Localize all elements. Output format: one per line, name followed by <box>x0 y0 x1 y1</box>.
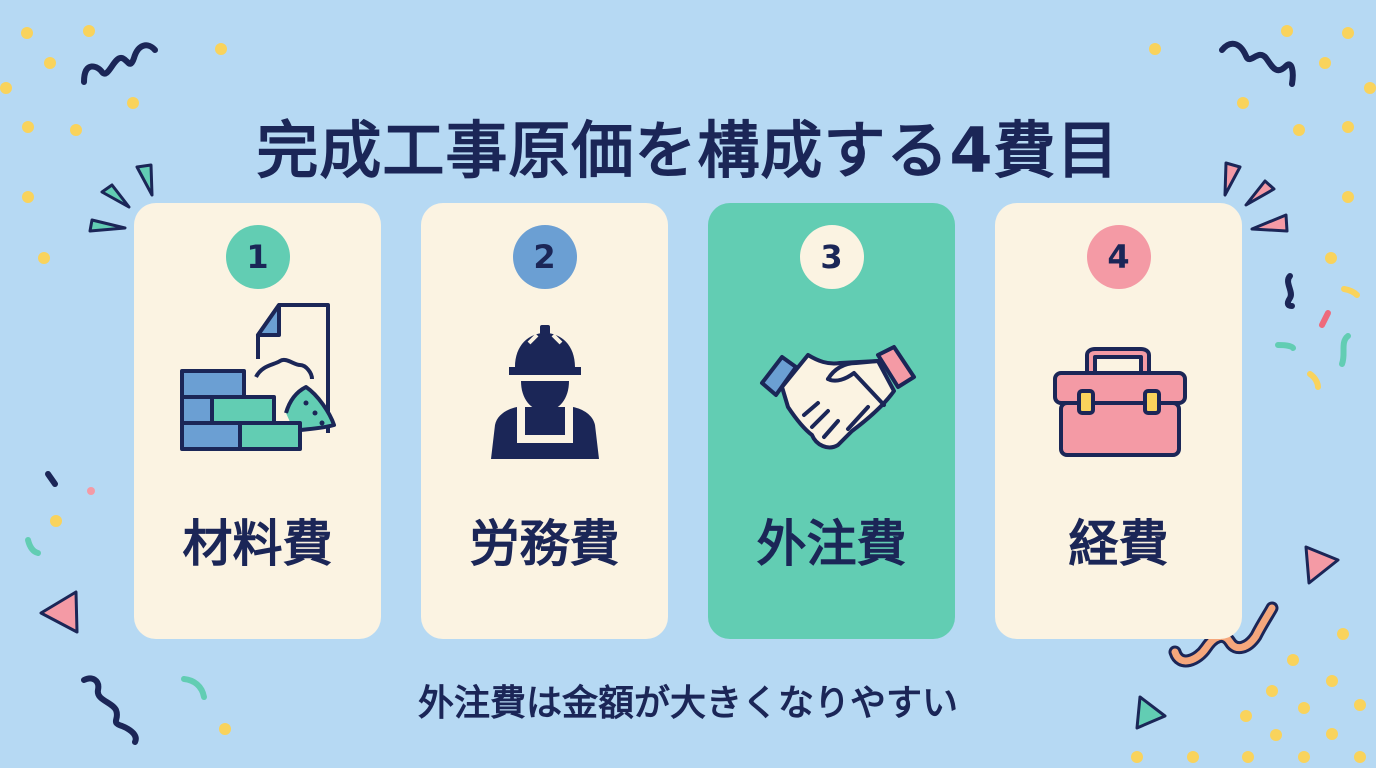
cost-label: 外注費 <box>756 515 907 573</box>
cost-label: 材料費 <box>182 515 333 573</box>
number-badge: 3 <box>799 225 864 289</box>
cost-label: 経費 <box>1068 515 1169 573</box>
cost-card-subcontract: 3 外注費 <box>708 203 955 639</box>
cost-label: 労務費 <box>469 515 620 573</box>
construction-worker-icon <box>491 325 599 459</box>
number-badge: 4 <box>1086 225 1151 289</box>
page-title: 完成工事原価を構成する4費目 <box>256 113 1120 187</box>
toolbox-icon <box>1053 347 1187 457</box>
footer-note: 外注費は金額が大きくなりやすい <box>417 683 958 724</box>
cost-card-materials: 1 材料費 <box>134 203 381 639</box>
cost-card-overhead: 4 経費 <box>995 203 1242 639</box>
bricks-materials-icon <box>180 303 336 451</box>
handshake-icon <box>760 345 916 450</box>
number-badge: 1 <box>225 225 290 289</box>
cost-card-labor: 2 労務費 <box>421 203 668 639</box>
number-badge: 2 <box>512 225 577 289</box>
